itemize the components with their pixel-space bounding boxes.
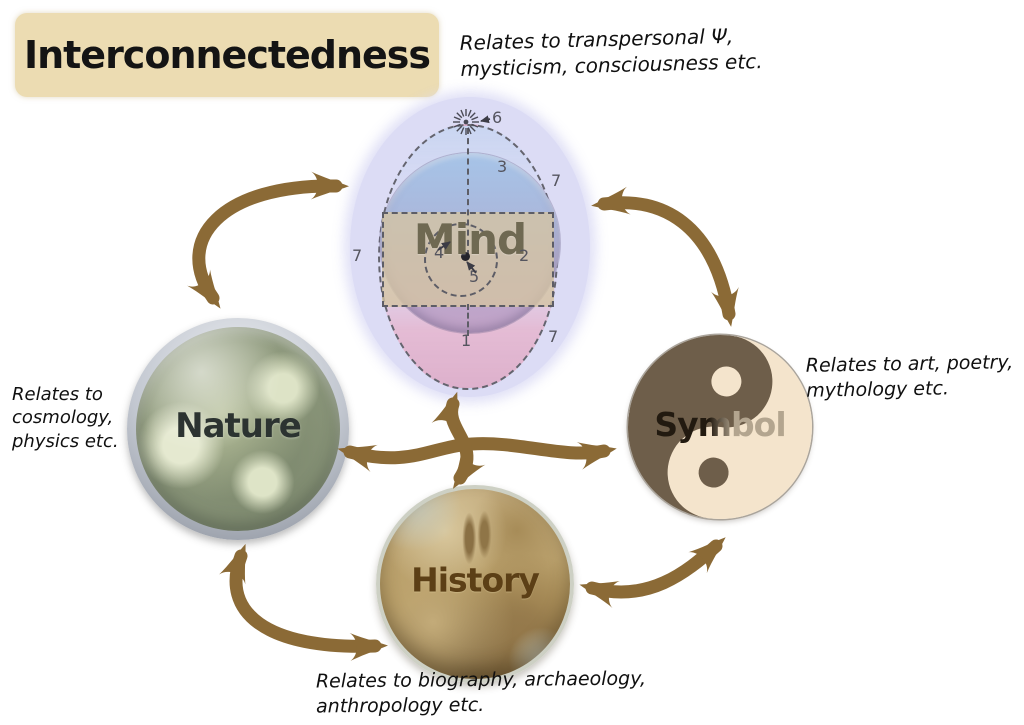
mind-region-number: 1 xyxy=(461,331,472,350)
arrow-nature-mind xyxy=(187,171,349,309)
mind-region-number: 3 xyxy=(497,157,508,176)
arrow-nature-history xyxy=(219,543,388,661)
symbol-node: Symbol xyxy=(616,323,824,531)
annotation-history: Relates to biography, archaeology, anthr… xyxy=(315,667,647,718)
mind-region-number: 7 xyxy=(548,327,559,346)
annotation-symbol: Relates to art, poetry, mythology etc. xyxy=(805,351,1014,402)
mind-region-number: 4 xyxy=(434,243,445,262)
mind-center-dashed-line xyxy=(467,128,469,256)
arrow-mind-history xyxy=(431,391,486,489)
mind-region-number: 7 xyxy=(551,171,562,190)
symbol-label: Symbol xyxy=(628,405,812,444)
mind-center-dashed-line-lower xyxy=(467,304,469,336)
planet-icon xyxy=(136,327,340,531)
nature-label: Nature xyxy=(175,405,302,446)
history-node: History xyxy=(376,485,574,683)
mind-center-dot xyxy=(461,252,470,261)
nature-node: Nature xyxy=(127,318,349,540)
arrow-history-symbol xyxy=(579,537,726,608)
title-card: Interconnectedness xyxy=(15,13,439,97)
annotation-nature: Relates to cosmology, physics etc. xyxy=(12,384,119,452)
mind-region-number: 2 xyxy=(519,246,530,265)
mind-label: Mind xyxy=(413,215,527,264)
mind-region-number: 7 xyxy=(352,246,363,265)
history-label: History xyxy=(411,560,540,600)
mind-ego-dashed-circle xyxy=(424,223,498,297)
arrow-nature-symbol xyxy=(337,437,617,472)
arrow-mind-symbol xyxy=(591,186,739,327)
annotation-mind: Relates to transpersonal Ψ, mysticism, c… xyxy=(459,23,763,81)
mind-region-number: 5 xyxy=(469,267,480,286)
mind-region-number: 6 xyxy=(492,108,503,127)
page-title: Interconnectedness xyxy=(23,33,431,77)
